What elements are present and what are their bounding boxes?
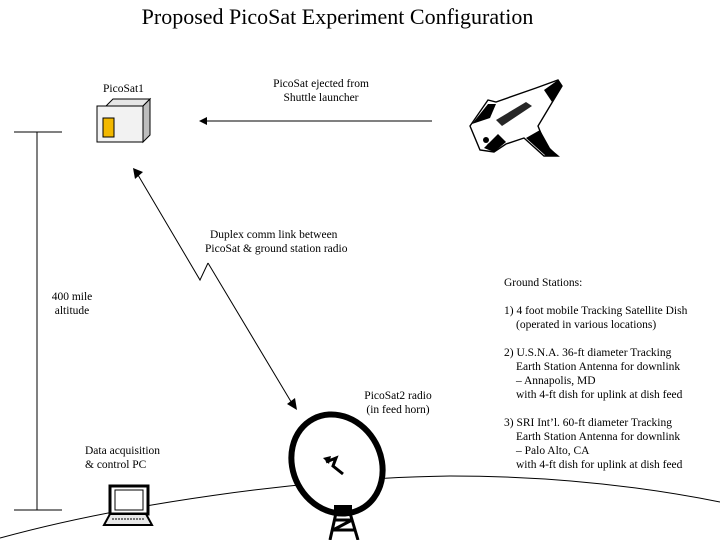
altitude-label-line1: 400 mile <box>51 291 93 303</box>
satellite-dish-icon <box>288 411 386 540</box>
altitude-label: 400 mile altitude <box>40 290 104 318</box>
picosat2-label-line1: PicoSat2 radio <box>364 390 432 402</box>
picosat1-label: PicoSat1 <box>103 83 144 95</box>
ground-station-3-line2: Earth Station Antenna for downlink <box>516 431 681 443</box>
ejection-label: PicoSat ejected from Shuttle launcher <box>246 77 396 105</box>
pc-label: Data acquisition & control PC <box>85 444 160 472</box>
picosat2-label: PicoSat2 radio (in feed horn) <box>348 389 448 417</box>
ground-station-2-line3: – Annapolis, MD <box>516 375 596 387</box>
duplex-link-label: Duplex comm link between PicoSat & groun… <box>205 228 375 256</box>
ground-station-item: 1) 4 foot mobile Tracking Satellite Dish… <box>504 304 718 332</box>
altitude-bar <box>14 131 62 511</box>
space-shuttle-icon <box>469 79 563 157</box>
diagram-title: Proposed PicoSat Experiment Configuratio… <box>141 4 534 29</box>
duplex-link-arrow <box>133 168 297 410</box>
picosat2-label-line2: (in feed horn) <box>366 404 430 416</box>
ground-stations-heading: Ground Stations: <box>504 277 583 289</box>
altitude-label-line2: altitude <box>54 305 90 317</box>
picosat-cube-icon <box>96 97 152 144</box>
ground-station-2-line1: 2) U.S.N.A. 36-ft diameter Tracking <box>504 347 672 359</box>
ground-stations-list: Ground Stations: 1) 4 foot mobile Tracki… <box>504 276 718 486</box>
ground-station-2-line2: Earth Station Antenna for downlink <box>516 361 681 373</box>
ground-station-1-line1: 1) 4 foot mobile Tracking Satellite Dish <box>504 305 688 317</box>
ejection-label-line1: PicoSat ejected from <box>273 78 369 90</box>
duplex-label-line1: Duplex comm link between <box>210 229 338 241</box>
pc-label-line2: & control PC <box>85 459 147 471</box>
ground-station-3-line3: – Palo Alto, CA <box>516 445 590 457</box>
ground-station-item: 2) U.S.N.A. 36-ft diameter Tracking Eart… <box>504 346 718 402</box>
laptop-icon <box>102 484 154 526</box>
ground-station-2-line4: with 4-ft dish for uplink at dish feed <box>516 389 683 401</box>
ejection-label-line2: Shuttle launcher <box>283 92 359 104</box>
ground-station-3-line4: with 4-ft dish for uplink at dish feed <box>516 459 683 471</box>
ground-station-1-line2: (operated in various locations) <box>516 319 657 331</box>
ground-station-item: 3) SRI Int’l. 60-ft diameter Tracking Ea… <box>504 416 718 472</box>
duplex-label-line2: PicoSat & ground station radio <box>205 243 348 255</box>
pc-label-line1: Data acquisition <box>85 445 161 457</box>
ground-station-3-line1: 3) SRI Int’l. 60-ft diameter Tracking <box>504 417 673 429</box>
